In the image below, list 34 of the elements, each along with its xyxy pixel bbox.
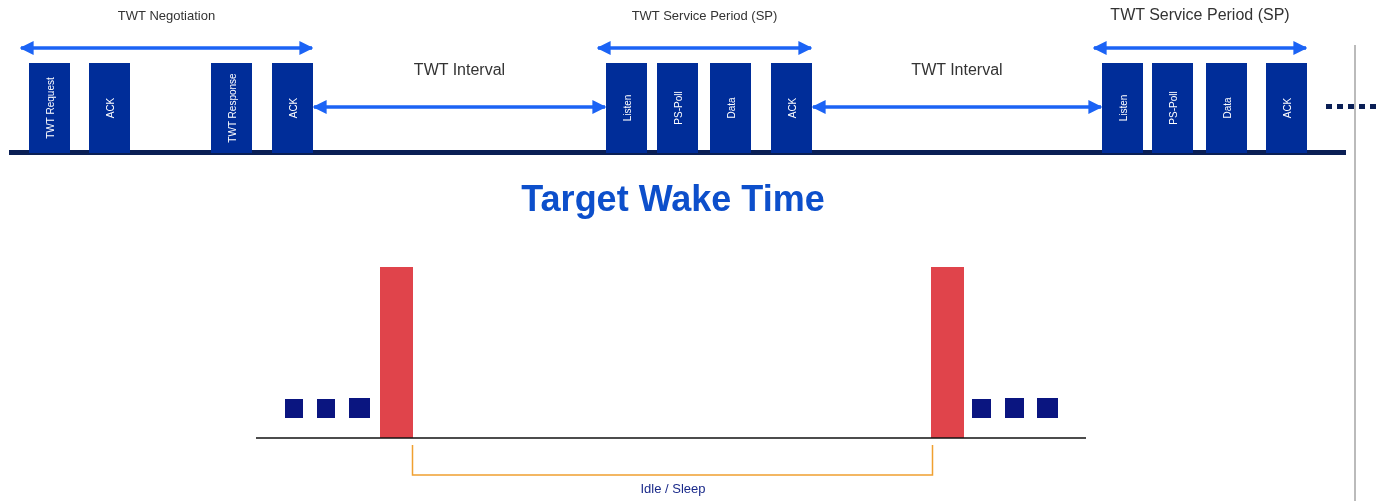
diagram-title: Target Wake Time: [521, 178, 825, 220]
frame-label: Data: [725, 96, 736, 121]
frame-block: [272, 63, 313, 153]
interval-label: Idle / Sleep: [640, 481, 706, 496]
frame-block: [211, 63, 252, 153]
edge-label: TWT Service Period (SP): [631, 8, 778, 23]
frame-label: TWT Request: [44, 76, 55, 141]
frame-label: TWT Response: [226, 72, 237, 145]
edge-label: TWT Service Period (SP): [1110, 6, 1290, 24]
frame-block: [606, 63, 647, 153]
frame-label: ACK: [1281, 96, 1292, 121]
double-arrow: [811, 100, 1103, 114]
frame-label: Listen: [1117, 93, 1128, 124]
frame-label: Data: [1221, 96, 1232, 121]
frame-block: [29, 63, 70, 153]
double-arrow: [19, 41, 314, 55]
frame-label: PS-Poll: [1167, 90, 1178, 127]
edge-label: TWT Negotiation: [117, 8, 216, 23]
frame-block: [1152, 63, 1193, 153]
frame-block: [1266, 63, 1307, 153]
double-arrow: [1092, 41, 1308, 55]
frame-block: [1102, 63, 1143, 153]
frame-label: PS-Poll: [672, 90, 683, 127]
frame-block: [657, 63, 698, 153]
double-arrow: [596, 41, 813, 55]
frame-block: [771, 63, 812, 153]
frame-block: [89, 63, 130, 153]
frame-block: [1206, 63, 1247, 153]
frame-label: ACK: [786, 96, 797, 121]
frame-block: [710, 63, 751, 153]
double-arrow: [312, 100, 607, 114]
frame-label: ACK: [287, 96, 298, 121]
frame-label: ACK: [104, 96, 115, 121]
frame-label: Listen: [621, 93, 632, 124]
